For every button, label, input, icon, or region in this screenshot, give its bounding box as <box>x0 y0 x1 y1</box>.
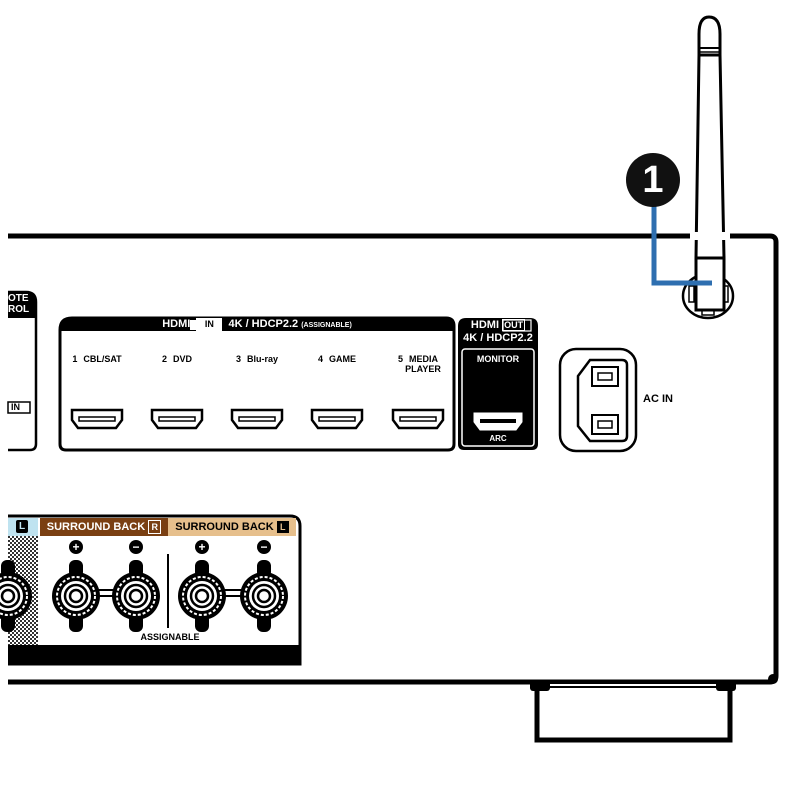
surround-back-l-label-bg <box>168 518 296 536</box>
hdmi-in-port-3[interactable] <box>230 408 284 430</box>
hdmi-in-spec: 4K / HDCP2.2 <box>228 318 299 330</box>
surround-back-r-label: SURROUND BACK R <box>40 518 168 536</box>
wireless-antenna <box>681 15 735 320</box>
remote-title-line2: ROL <box>8 304 30 315</box>
remote-control-section <box>7 290 38 452</box>
hdmi-in-port-name: GAME <box>329 354 356 364</box>
minus-symbol: − <box>260 540 268 554</box>
surround-back-l-text: SURROUND BACK <box>175 521 274 533</box>
plus-symbol: + <box>72 540 80 554</box>
speaker-minus-post[interactable] <box>240 560 288 632</box>
hdmi-in-badge: IN <box>196 318 223 331</box>
hdmi-in-port-4[interactable] <box>310 408 364 430</box>
remote-in-badge: IN <box>11 402 20 412</box>
hdmi-in-title: HDMI <box>162 318 191 330</box>
assignable-label: ASSIGNABLE <box>140 632 200 642</box>
callout-number: 1 <box>642 159 664 201</box>
hdmi-in-port-number: 5 <box>397 354 403 364</box>
surround-back-r-label-bg <box>40 518 168 536</box>
plus-icon <box>195 540 209 554</box>
hdmi-in-port-1[interactable] <box>70 408 124 430</box>
callout-circle <box>626 153 680 207</box>
hdmi-in-port-label: 4 GAME <box>302 354 372 364</box>
hdmi-in-port-name: DVD <box>173 354 193 364</box>
hdmi-in-port-number: 3 <box>235 354 241 364</box>
hdmi-out-title: HDMI <box>470 319 500 331</box>
plus-symbol: + <box>198 540 206 554</box>
hdmi-in-port-number: 1 <box>72 354 78 364</box>
callout-leader-line <box>651 200 712 286</box>
hdmi-in-port-2[interactable] <box>150 408 204 430</box>
chassis <box>8 233 779 685</box>
hdmi-in-port-label: 2 DVD <box>142 354 212 364</box>
hdmi-in-port-number: 4 <box>317 354 323 364</box>
speaker-plus-post[interactable] <box>178 560 226 632</box>
minus-symbol: − <box>132 540 140 554</box>
front-l-badge: L <box>16 520 28 533</box>
speaker-minus-post[interactable] <box>112 560 160 632</box>
hdmi-out-header: HDMI OUT 4K / HDCP2.2 <box>458 319 538 345</box>
chassis-foot <box>530 681 736 743</box>
hdmi-in-port-number: 2 <box>161 354 167 364</box>
speaker-plus-post[interactable] <box>52 560 100 632</box>
minus-icon <box>257 540 271 554</box>
hdmi-in-port-label: 3 Blu-ray <box>222 354 292 364</box>
remote-control-title: OTE ROL <box>8 293 29 315</box>
plus-icon <box>69 540 83 554</box>
hdmi-in-port-name: CBL/SAT <box>83 354 122 364</box>
hdmi-out-spec: 4K / HDCP2.2 <box>463 332 533 344</box>
hdmi-out-port[interactable] <box>473 412 523 431</box>
hdmi-in-header: HDMI IN 4K / HDCP2.2 (ASSIGNABLE) <box>60 318 454 331</box>
ac-inlet[interactable] <box>558 347 638 453</box>
hdmi-out-monitor-label: MONITOR <box>476 354 520 364</box>
remote-title-line1: OTE <box>8 293 29 304</box>
surround-back-r-text: SURROUND BACK <box>46 521 146 533</box>
hdmi-in-port-name-line2: PLAYER <box>405 364 441 374</box>
binding-posts <box>0 540 288 632</box>
hdmi-in-section <box>58 316 456 452</box>
surround-back-l-label: SURROUND BACK L <box>168 518 296 536</box>
front-l-minus-post-partial[interactable] <box>0 560 32 632</box>
surround-back-l-badge: L <box>276 521 289 533</box>
hdmi-in-note: (ASSIGNABLE) <box>301 322 352 329</box>
hdmi-in-port-label: 1 CBL/SAT <box>62 354 132 364</box>
hdmi-out-arc-label: ARC <box>489 434 507 443</box>
ac-in-label: AC IN <box>643 393 673 405</box>
minus-icon <box>129 540 143 554</box>
hdmi-in-port-5[interactable] <box>391 408 445 430</box>
hdmi-out-badge: OUT <box>502 319 526 331</box>
hdmi-in-ports <box>70 408 445 430</box>
hdmi-in-port-name: Blu-ray <box>247 354 279 364</box>
surround-back-r-badge: R <box>148 520 162 534</box>
hdmi-in-port-name: MEDIA <box>409 354 438 364</box>
